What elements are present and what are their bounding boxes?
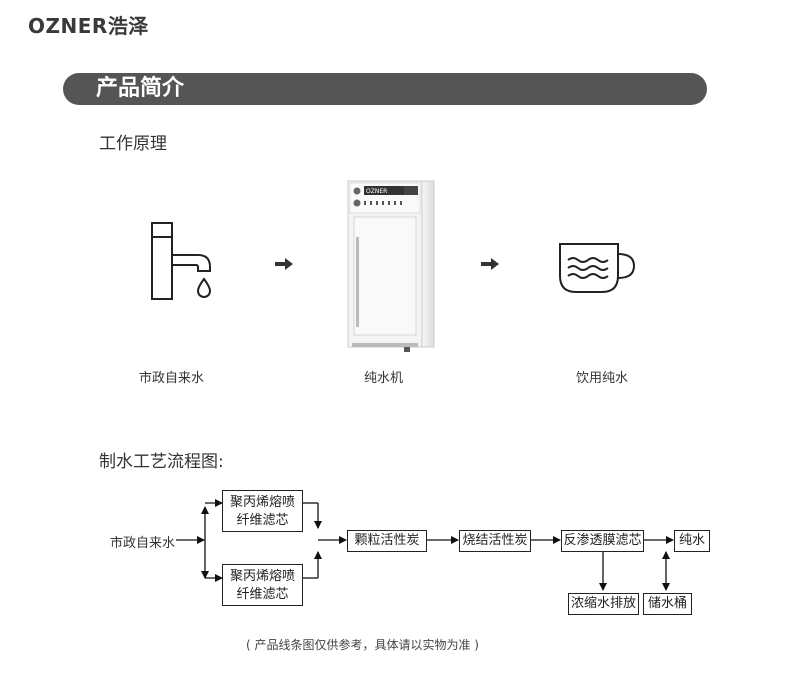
flow-source-label: 市政自来水 <box>110 536 176 551</box>
step-label-purifier: 纯水机 <box>364 371 404 386</box>
flow-box-pp-filter-top: 聚丙烯熔喷 纤维滤芯 <box>222 490 303 532</box>
flow-box-pp-filter-bottom: 聚丙烯熔喷 纤维滤芯 <box>222 564 303 606</box>
faucet-icon <box>151 222 212 300</box>
flow-box-ro-membrane: 反渗透膜滤芯 <box>561 530 644 552</box>
flow-box-pure-water: 纯水 <box>674 530 710 552</box>
flow-box-pp-filter-top-line2: 纤维滤芯 <box>236 513 289 528</box>
brand-logo: OZNER浩泽 <box>28 10 149 39</box>
process-heading: 制水工艺流程图: <box>99 452 224 472</box>
step-label-pure-water: 饮用纯水 <box>576 371 629 386</box>
arrow-right-icon <box>481 258 499 270</box>
arrow-right-icon <box>275 258 293 270</box>
flow-box-pp-filter-bottom-line1: 聚丙烯熔喷 <box>229 569 295 584</box>
cup-icon <box>559 243 636 293</box>
footnote: ( 产品线条图仅供参考，具体请以实物为准 ) <box>246 638 479 652</box>
brand-chinese: 浩泽 <box>107 14 149 38</box>
flow-box-storage-tank: 储水桶 <box>643 593 692 615</box>
section-banner <box>63 73 707 105</box>
principle-heading: 工作原理 <box>99 134 167 154</box>
water-purifier-machine: OZNER <box>347 180 435 352</box>
flow-box-granular-carbon: 颗粒活性炭 <box>347 530 427 552</box>
machine-panel-text: OZNER <box>366 188 387 195</box>
brand-latin: OZNER <box>28 14 108 38</box>
flow-box-pp-filter-bottom-line2: 纤维滤芯 <box>236 587 289 602</box>
flow-box-concentrate-drain: 浓缩水排放 <box>568 593 639 615</box>
step-label-tap-water: 市政自来水 <box>139 371 205 386</box>
flow-box-pp-filter-top-line1: 聚丙烯熔喷 <box>229 495 295 510</box>
section-title: 产品简介 <box>96 76 185 101</box>
flow-box-sintered-carbon: 烧结活性炭 <box>459 530 531 552</box>
